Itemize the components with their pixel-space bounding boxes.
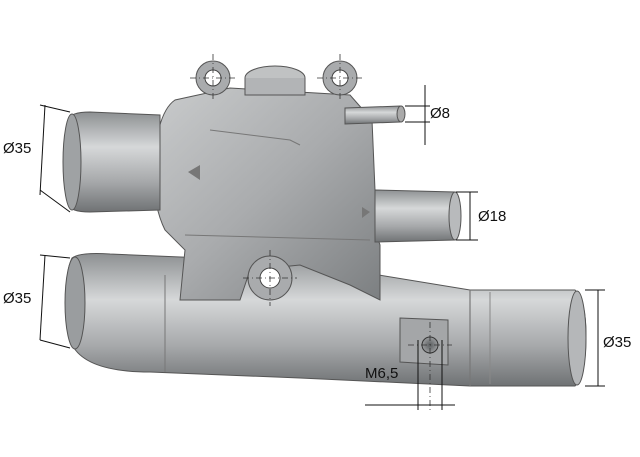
upper-left-pipe xyxy=(62,111,161,213)
center-lines xyxy=(190,54,452,412)
dimension-right-lower-pipe: Ø35 xyxy=(603,334,632,351)
dimension-lines xyxy=(39,85,605,410)
top-cap xyxy=(244,65,306,96)
dimension-sensor-port: Ø8 xyxy=(430,105,451,122)
right-middle-pipe xyxy=(374,189,462,243)
dimension-left-upper-pipe: Ø35 xyxy=(3,140,32,157)
dimension-thread: M6,5 xyxy=(365,365,399,382)
dimension-left-lower-pipe: Ø35 xyxy=(3,290,32,307)
sensor-port xyxy=(344,105,406,125)
dimension-right-middle-pipe: Ø18 xyxy=(478,208,507,225)
threaded-port xyxy=(399,317,449,366)
